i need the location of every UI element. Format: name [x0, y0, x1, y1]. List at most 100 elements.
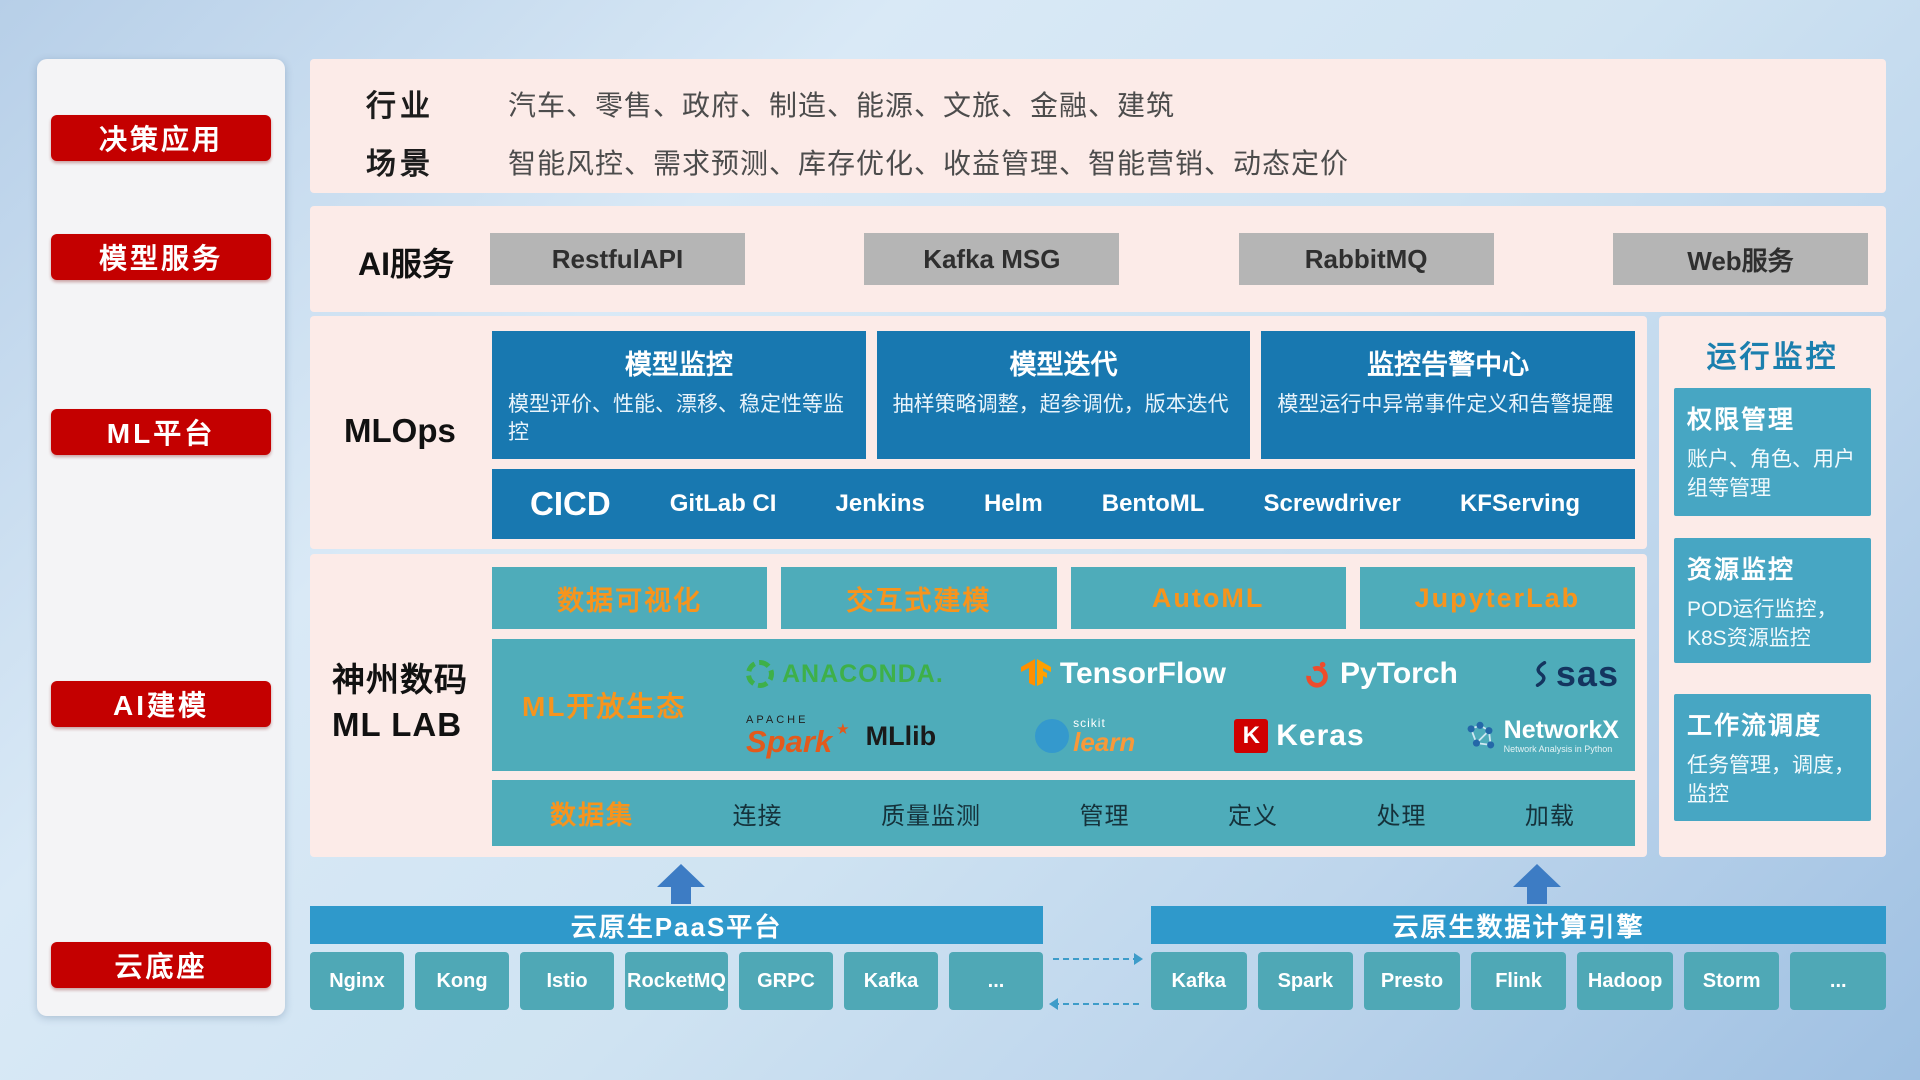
up-arrow-engine	[1513, 864, 1561, 904]
tool-jupyterlab: JupyterLab	[1359, 567, 1635, 629]
resource-monitor-box: 资源监控 POD运行监控，K8S资源监控	[1674, 538, 1871, 663]
anaconda-icon	[746, 660, 774, 688]
chip-kafka-engine: Kafka	[1151, 952, 1247, 1010]
resource-monitor-desc: POD运行监控，K8S资源监控	[1687, 598, 1838, 651]
spark-mllib-logo: APACHE Spark ★ MLlib	[746, 714, 936, 758]
layer-label-ml-platform: ML平台	[51, 409, 271, 455]
layer-sidebar: 决策应用 模型服务 ML平台 AI建模 云底座	[37, 59, 285, 1016]
layer-label-ai-modeling: AI建模	[51, 681, 271, 727]
cicd-bentoml: BentoML	[1101, 490, 1205, 517]
anaconda-wordmark: ANACONDA.	[782, 659, 944, 688]
scene-list: 智能风控、需求预测、库存优化、收益管理、智能营销、动态定价	[508, 148, 1350, 179]
tensorflow-icon	[1020, 659, 1051, 686]
dataset-quality: 质量监测	[880, 802, 981, 830]
model-iteration-box: 模型迭代 抽样策略调整，超参调优，版本迭代	[876, 331, 1251, 459]
keras-icon: K	[1234, 719, 1269, 753]
tool-data-visualization: 数据可视化	[492, 567, 768, 629]
pytorch-logo: PyTorch	[1302, 657, 1458, 691]
data-engine-header: 云原生数据计算引擎	[1151, 906, 1886, 944]
permission-management-box: 权限管理 账户、角色、用户组等管理	[1674, 388, 1871, 516]
networkx-subtitle: Network Analysis in Python	[1503, 743, 1613, 754]
cicd-gitlab-ci: GitLab CI	[669, 490, 777, 517]
engine-chips: Kafka Spark Presto Flink Hadoop Storm ..…	[1151, 952, 1887, 1010]
layer-label-model-service: 模型服务	[51, 234, 271, 280]
spark-wordmark: APACHE Spark	[746, 714, 832, 758]
sas-wordmark: sas	[1555, 653, 1619, 694]
learn-text: learn	[1073, 727, 1136, 757]
chip-spark: Spark	[1257, 952, 1354, 1010]
dataset-load: 加载	[1524, 802, 1575, 830]
alert-center-desc: 模型运行中异常事件定义和告警提醒	[1277, 393, 1614, 416]
chip-hadoop: Hadoop	[1577, 952, 1673, 1010]
pytorch-wordmark: PyTorch	[1340, 657, 1458, 690]
mllab-label: 神州数码 ML LAB	[332, 658, 468, 747]
chip-kong: Kong	[415, 952, 510, 1010]
mllab-tools: 数据可视化 交互式建模 AutoML JupyterLab	[492, 567, 1635, 629]
workflow-scheduler-box: 工作流调度 任务管理，调度，监控	[1674, 694, 1871, 821]
apache-text: APACHE	[746, 714, 809, 726]
chip-more-engine: ...	[1790, 952, 1887, 1010]
service-restful-api: RestfulAPI	[490, 233, 745, 285]
cicd-bar: CICD GitLab CI Jenkins Helm BentoML Scre…	[492, 469, 1635, 539]
arrow-head	[657, 864, 705, 887]
cicd-screwdriver: Screwdriver	[1263, 490, 1401, 517]
arrow-stem	[1527, 887, 1547, 904]
ai-service-buttons: RestfulAPI Kafka MSG RabbitMQ Web服务	[490, 233, 1868, 285]
cicd-label: CICD	[530, 485, 611, 522]
mllab-label-line1: 神州数码	[332, 661, 468, 698]
logo-row-bottom: APACHE Spark ★ MLlib scikit learn	[738, 714, 1627, 758]
tool-interactive-modeling: 交互式建模	[781, 567, 1057, 629]
pytorch-icon	[1306, 661, 1328, 688]
service-kafka-msg: Kafka MSG	[864, 233, 1120, 285]
dataset-process: 处理	[1376, 802, 1427, 830]
dataset-define: 定义	[1227, 802, 1278, 830]
keras-logo: K Keras	[1234, 719, 1364, 753]
tool-automl: AutoML	[1070, 567, 1346, 629]
dataset-label: 数据集	[550, 799, 635, 830]
layer-label-cloud-base: 云底座	[51, 942, 271, 988]
chip-storm: Storm	[1683, 952, 1780, 1010]
spark-star-icon: ★	[836, 721, 850, 738]
operation-monitor-title: 运行监控	[1706, 341, 1839, 374]
industry-list: 汽车、零售、政府、制造、能源、文旅、金融、建筑	[508, 90, 1176, 121]
arrow-head	[1513, 864, 1561, 887]
workflow-scheduler-desc: 任务管理，调度，监控	[1687, 754, 1855, 807]
alert-center-box: 监控告警中心 模型运行中异常事件定义和告警提醒	[1261, 331, 1636, 459]
tensorflow-logo: TensorFlow	[1020, 657, 1226, 691]
chip-flink: Flink	[1470, 952, 1567, 1010]
chip-nginx: Nginx	[310, 952, 405, 1010]
operation-monitor-panel: 运行监控 权限管理 账户、角色、用户组等管理 资源监控 POD运行监控，K8S资…	[1659, 316, 1886, 857]
ecosystem-logos: ANACONDA. TensorFlow	[738, 643, 1627, 767]
anaconda-logo: ANACONDA.	[746, 660, 944, 689]
permission-management-desc: 账户、角色、用户组等管理	[1687, 448, 1855, 501]
model-monitoring-box: 模型监控 模型评价、性能、漂移、稳定性等监控	[492, 331, 866, 459]
networkx-text: NetworkX	[1503, 716, 1619, 745]
chip-presto: Presto	[1364, 952, 1460, 1010]
scikit-learn-wordmark: scikit learn	[1073, 717, 1135, 755]
dashed-arrow-left	[1049, 998, 1139, 1010]
resource-monitor-title: 资源监控	[1687, 556, 1796, 584]
logo-row-top: ANACONDA. TensorFlow	[738, 653, 1627, 695]
ml-open-ecosystem-label: ML开放生态	[522, 691, 687, 722]
ml-open-ecosystem-box: ML开放生态 ANACONDA. TensorFlow	[492, 639, 1635, 771]
paas-platform-header: 云原生PaaS平台	[310, 906, 1043, 944]
service-rabbitmq: RabbitMQ	[1238, 233, 1494, 285]
dataset-bar: 数据集 连接 质量监测 管理 定义 处理 加载	[492, 780, 1635, 846]
mlops-label: MLOps	[344, 412, 456, 449]
sas-logo: sas	[1534, 653, 1619, 695]
scikit-text: scikit	[1073, 716, 1106, 730]
networkx-icon	[1467, 721, 1494, 749]
model-iteration-title: 模型迭代	[1009, 350, 1118, 380]
workflow-scheduler-title: 工作流调度	[1687, 712, 1823, 740]
sas-icon	[1535, 661, 1547, 687]
chip-kafka: Kafka	[843, 952, 938, 1010]
arrow-stem	[671, 887, 691, 904]
dashed-arrow-right	[1053, 953, 1143, 965]
alert-center-title: 监控告警中心	[1367, 350, 1530, 380]
cicd-kfserving: KFServing	[1459, 490, 1580, 517]
ai-service-panel: AI服务 RestfulAPI Kafka MSG RabbitMQ Web服务	[310, 206, 1886, 312]
cicd-jenkins: Jenkins	[835, 490, 925, 517]
paas-chips: Nginx Kong Istio RocketMQ GRPC Kafka ...	[310, 952, 1043, 1010]
decision-app-panel: 行业 汽车、零售、政府、制造、能源、文旅、金融、建筑 场景 智能风控、需求预测、…	[310, 59, 1886, 193]
